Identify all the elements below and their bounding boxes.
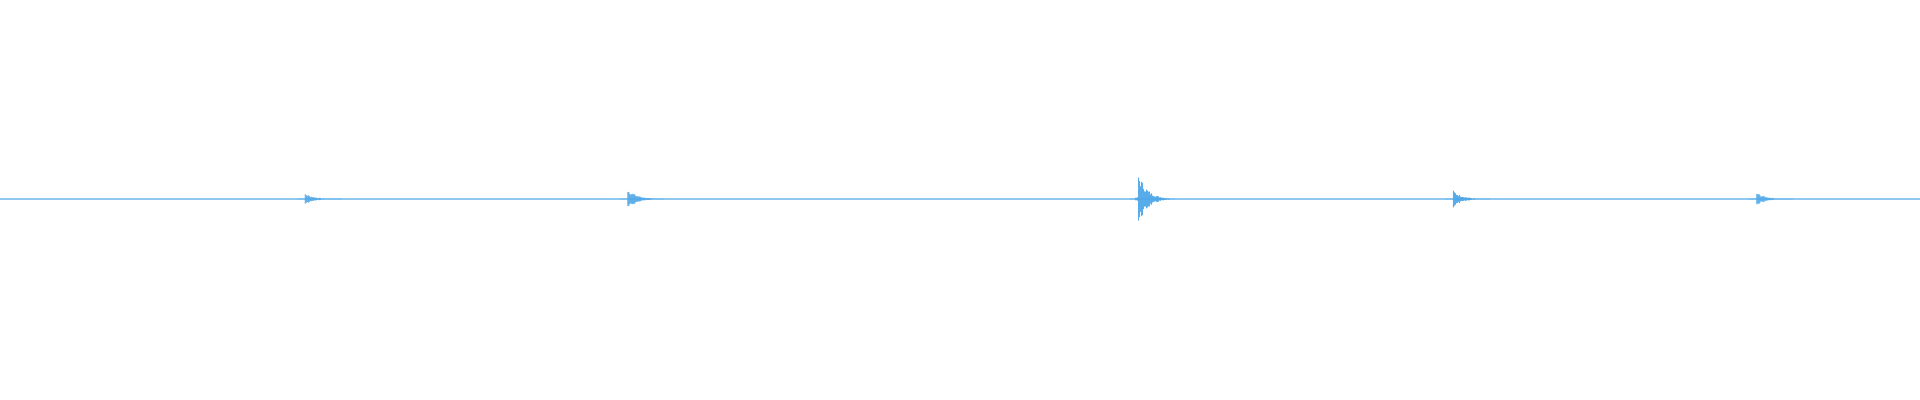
waveform-layer bbox=[0, 177, 1920, 221]
waveform-peak bbox=[1444, 190, 1490, 208]
waveform-peak bbox=[1130, 177, 1176, 221]
waveform-peak bbox=[296, 194, 342, 204]
waveform-peak bbox=[1748, 193, 1794, 205]
waveform-peak bbox=[619, 191, 665, 207]
